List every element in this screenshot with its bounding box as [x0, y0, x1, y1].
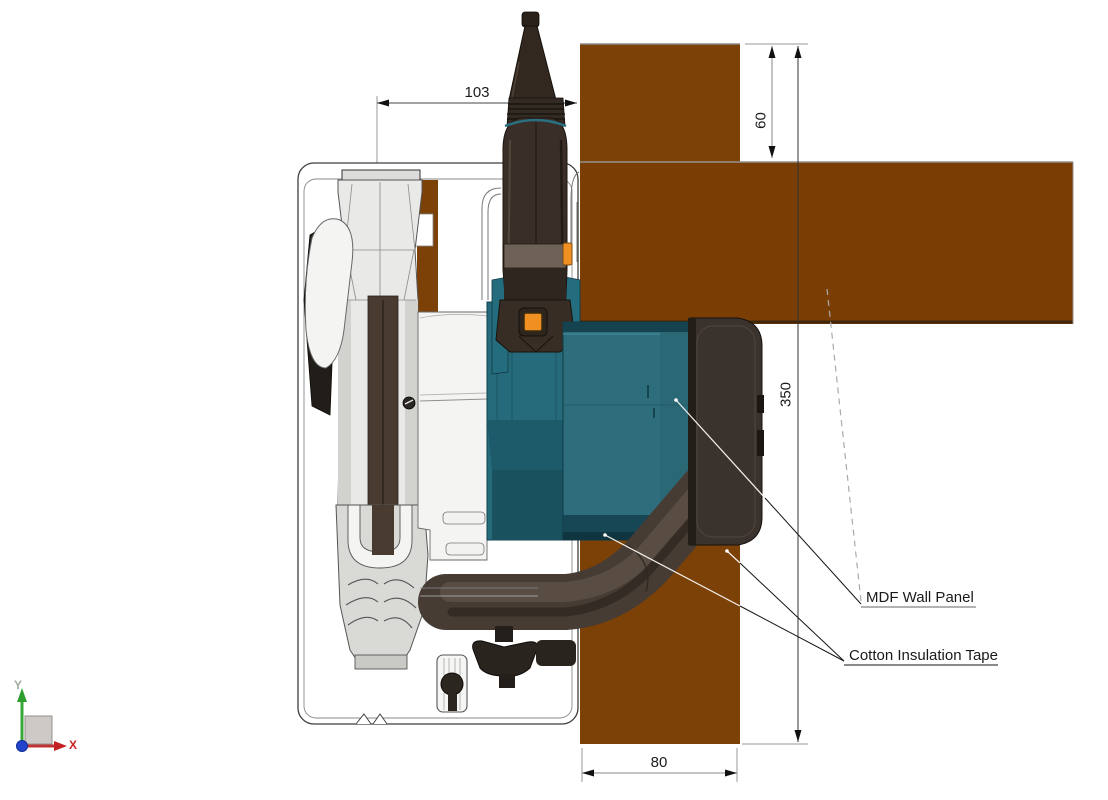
cotton-insulation-tape-label[interactable]: Cotton Insulation Tape [849, 647, 998, 664]
y-axis-label: Y [14, 678, 23, 692]
origin-point [16, 740, 28, 752]
lock-button[interactable] [562, 242, 573, 266]
leader-lines [603, 288, 998, 666]
front-handle-tube[interactable] [418, 464, 734, 630]
arbor-bolt [402, 396, 416, 410]
dimension-80-text[interactable]: 80 [650, 754, 668, 771]
dimension-60[interactable] [745, 43, 808, 158]
dimension-103-text[interactable]: 103 [464, 84, 490, 101]
rear-handle[interactable] [495, 97, 576, 353]
mdf-beam-horizontal[interactable] [580, 161, 1074, 324]
x-axis-label: X [69, 738, 78, 752]
power-cord [508, 11, 557, 101]
power-switch[interactable] [523, 312, 543, 332]
dimension-60-text[interactable]: 60 [752, 112, 770, 129]
wood-through-slot [412, 180, 438, 314]
circular-saw[interactable] [297, 11, 764, 725]
dimension-350[interactable] [794, 46, 802, 742]
gear-housing[interactable] [402, 311, 488, 561]
origin-triad [16, 688, 67, 752]
guard-vents [345, 578, 417, 629]
clamp-hardware[interactable] [420, 587, 576, 713]
guard-lever[interactable] [304, 218, 354, 369]
dimension-350-text[interactable]: 350 [777, 381, 795, 408]
handle-loop-outline [481, 171, 580, 300]
handle-grip-band [503, 243, 567, 269]
depth-knob[interactable] [440, 672, 464, 696]
mdf-wall-panel-label[interactable]: MDF Wall Panel [866, 589, 974, 606]
motor-end-cap[interactable] [688, 317, 764, 546]
dimension-80[interactable] [581, 743, 808, 782]
blade-guard[interactable] [303, 169, 429, 670]
